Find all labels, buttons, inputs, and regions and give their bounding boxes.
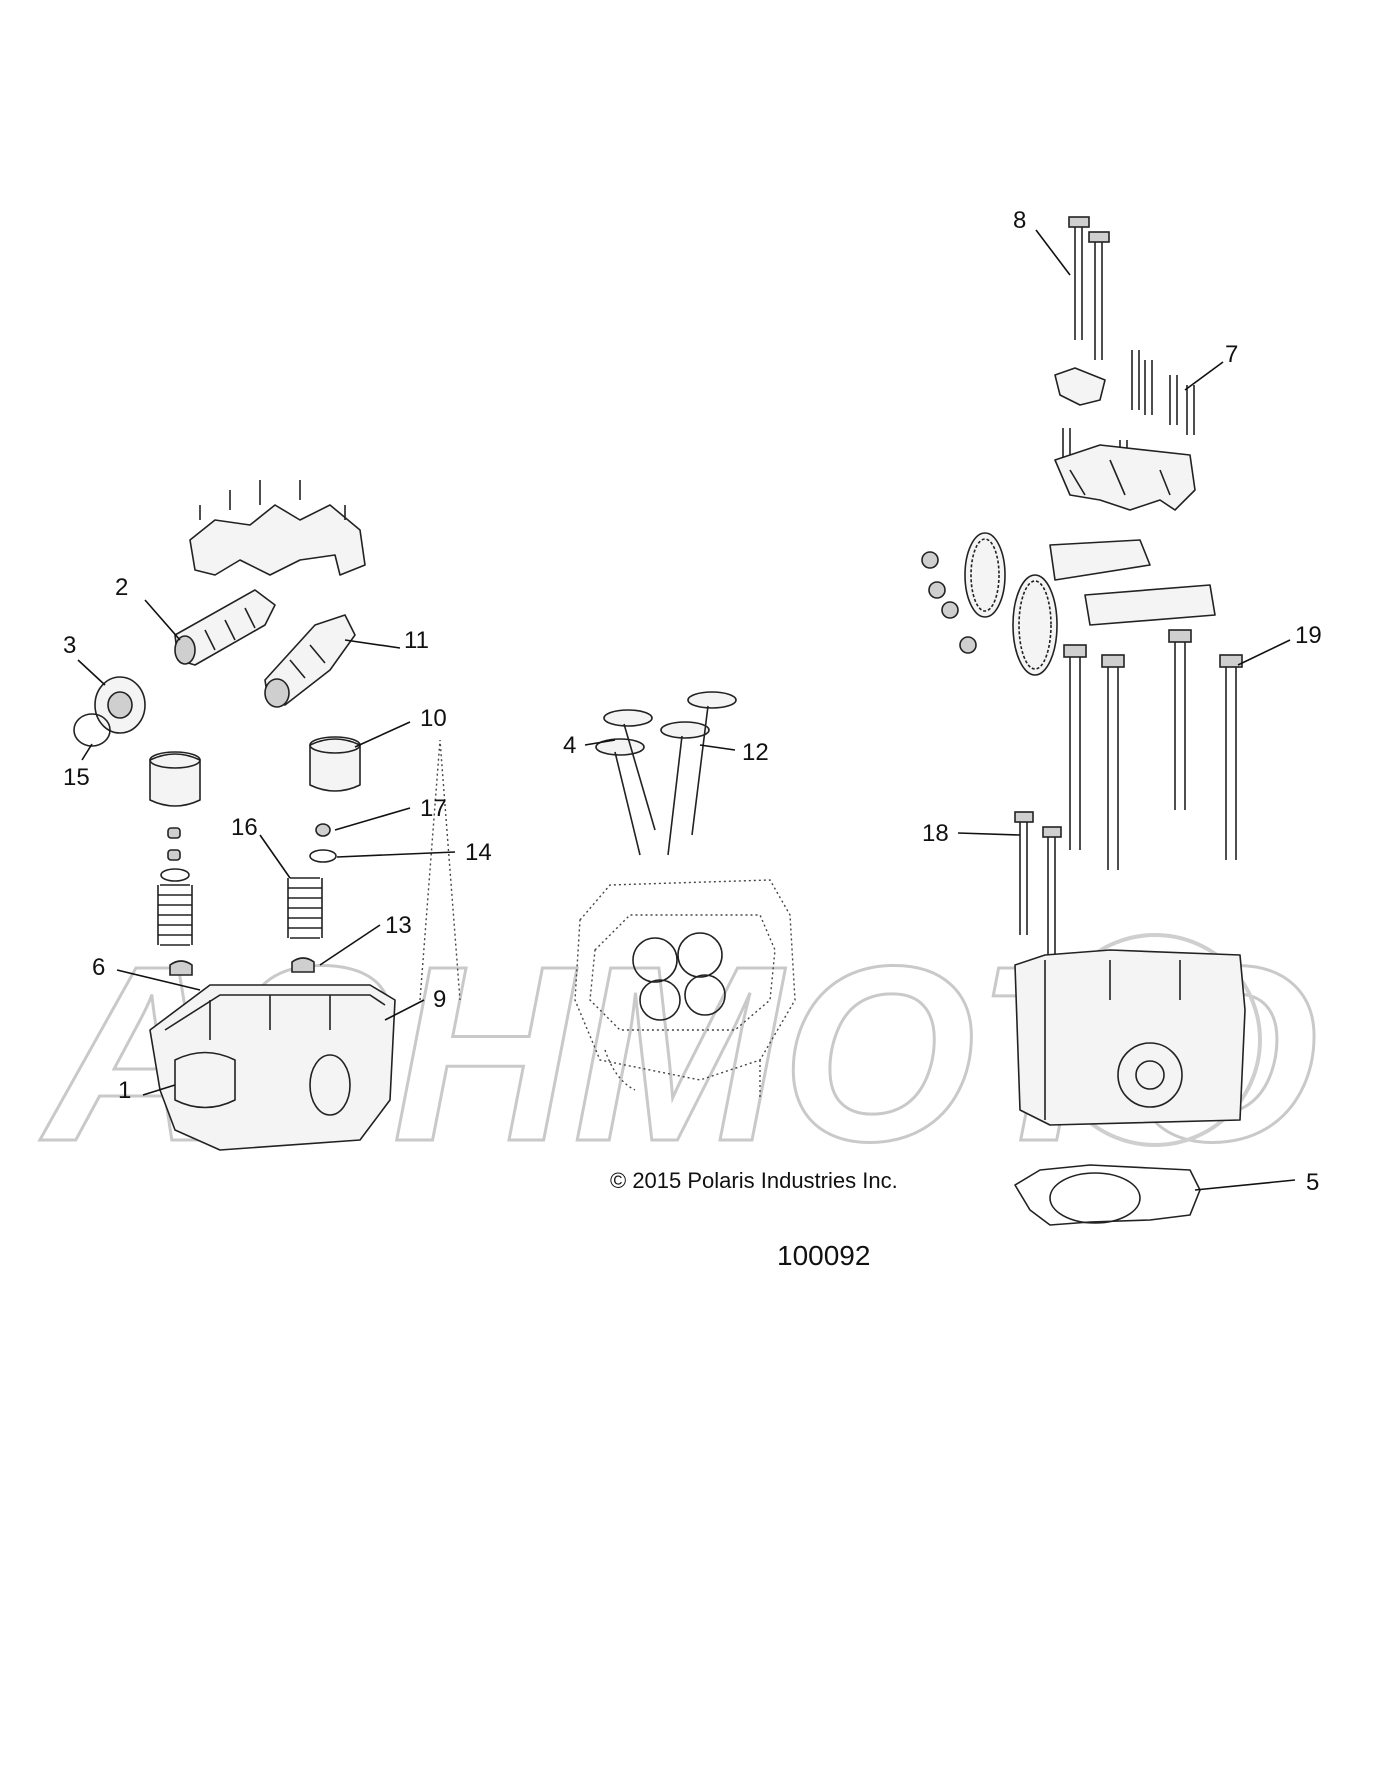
callout-12: 12 — [742, 739, 769, 766]
head-bolts-short — [1014, 811, 1062, 955]
cylinder-head-right — [1014, 949, 1246, 1126]
callout-9: 9 — [433, 986, 446, 1013]
valve-bucket-right — [309, 736, 361, 792]
callout-8: 8 — [1013, 207, 1026, 234]
sprocket-bolts — [921, 551, 977, 654]
callout-14: 14 — [465, 839, 492, 866]
cam-carrier — [1054, 444, 1196, 511]
cylinder-head-left — [149, 984, 396, 1151]
bracket — [1054, 367, 1106, 406]
cylinder-head-center — [574, 879, 796, 1100]
callout-11: 11 — [404, 627, 429, 654]
valve-seal-left — [169, 960, 193, 976]
left-rocker-cover — [189, 480, 366, 576]
callout-5: 5 — [1306, 1169, 1319, 1196]
callout-16: 16 — [231, 814, 258, 841]
valve-seal-right — [291, 957, 315, 973]
callout-1: 1 — [118, 1077, 131, 1104]
cam-sprocket-assembly — [94, 676, 146, 734]
callout-6: 6 — [92, 954, 105, 981]
callout-2: 2 — [115, 574, 128, 601]
callout-3: 3 — [63, 632, 76, 659]
valve-bucket-left — [149, 751, 201, 807]
camshafts-right — [1049, 539, 1216, 626]
camshaft-exhaust — [174, 589, 276, 666]
callout-7: 7 — [1225, 341, 1238, 368]
valve-spring-left — [157, 884, 193, 946]
copyright-text: © 2015 Polaris Industries Inc. — [610, 1168, 898, 1193]
callout-15: 15 — [63, 764, 90, 791]
callout-18: 18 — [922, 820, 949, 847]
valves-intake — [660, 691, 737, 856]
callouts: 1 2 3 4 5 6 7 8 9 10 11 12 13 14 15 16 1 — [63, 207, 1322, 1196]
figure-number: 100092 — [777, 1240, 870, 1271]
carrier-bolts-long — [1068, 216, 1110, 360]
head-bolts-long — [1063, 629, 1243, 870]
callout-19: 19 — [1295, 622, 1322, 649]
callout-4: 4 — [563, 732, 576, 759]
callout-10: 10 — [420, 705, 447, 732]
head-gasket — [1014, 1164, 1201, 1226]
valve-keepers-left — [160, 827, 190, 882]
callout-17: 17 — [420, 795, 447, 822]
valves-exhaust — [595, 709, 656, 856]
sprockets — [964, 532, 1058, 676]
snap-ring — [73, 713, 111, 747]
valve-spring-right — [287, 877, 323, 939]
valve-keepers-right — [309, 823, 337, 863]
callout-13: 13 — [385, 912, 412, 939]
camshaft-intake — [264, 614, 356, 708]
